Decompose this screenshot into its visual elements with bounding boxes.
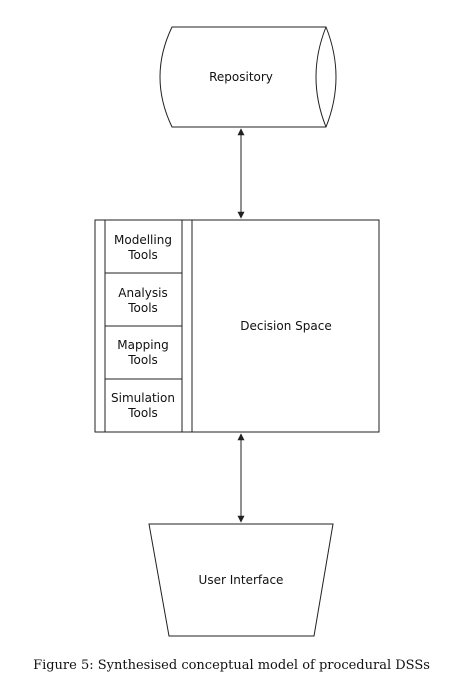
- user-interface-shape: [148, 523, 334, 637]
- tool-analysis-line1: Analysis: [118, 286, 167, 300]
- repository-node: Repository: [159, 26, 337, 128]
- tool-analysis-line2: Tools: [127, 301, 158, 315]
- decision-space-label: Decision Space: [240, 319, 331, 333]
- tool-modelling: Modelling Tools: [114, 233, 172, 262]
- tool-simulation-line2: Tools: [127, 406, 158, 420]
- repository-inner-curve: [315, 26, 327, 128]
- figure-caption: Figure 5: Synthesised conceptual model o…: [33, 658, 430, 673]
- tool-mapping-line1: Mapping: [117, 338, 169, 352]
- repository-label: Repository: [209, 70, 273, 84]
- tool-simulation: Simulation Tools: [111, 391, 175, 420]
- tools-panel: Modelling Tools Analysis Tools Mapping T…: [94, 219, 193, 433]
- tool-modelling-line1: Modelling: [114, 233, 172, 247]
- tool-modelling-line2: Tools: [127, 248, 158, 262]
- decision-space-node: Decision Space: [191, 219, 380, 433]
- user-interface-label: User Interface: [199, 573, 284, 587]
- tool-mapping: Mapping Tools: [117, 338, 169, 367]
- tool-mapping-line2: Tools: [127, 353, 158, 367]
- decision-space-shape: [191, 219, 380, 433]
- user-interface-node: User Interface: [148, 523, 334, 637]
- tool-analysis: Analysis Tools: [118, 286, 167, 315]
- tool-simulation-line1: Simulation: [111, 391, 175, 405]
